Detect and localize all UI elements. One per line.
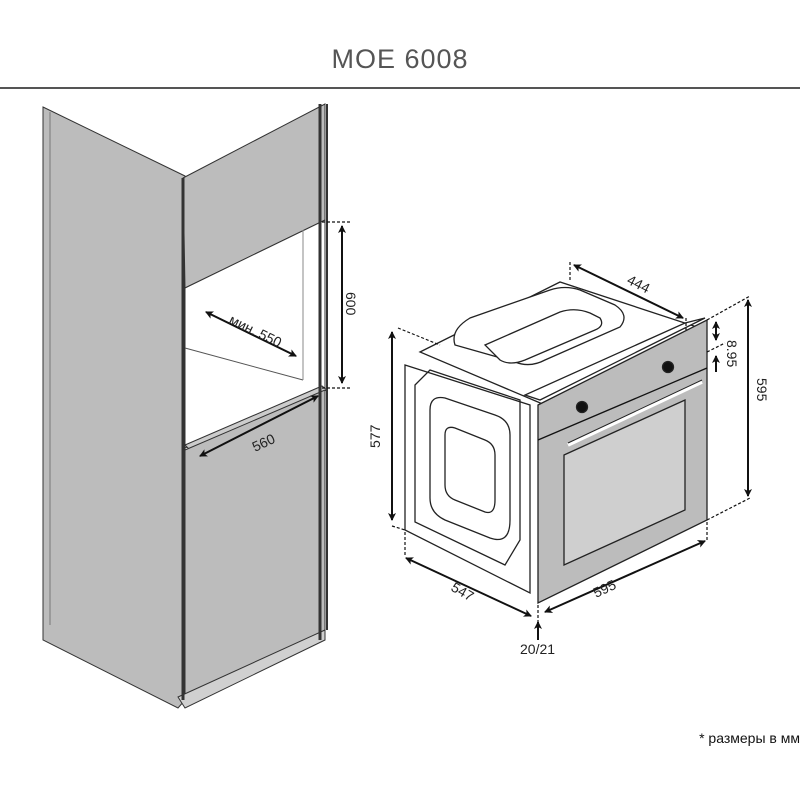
oven-window	[563, 398, 686, 567]
dim-panel-offset: 8.95	[724, 340, 740, 367]
page-title: MOE 6008	[331, 44, 469, 74]
cabinet-plinth	[177, 629, 326, 709]
dim-opening-height: 600	[343, 292, 359, 316]
oven-knob-right	[661, 360, 675, 374]
oven-side	[404, 364, 531, 595]
oven-dimensions	[388, 262, 752, 640]
dim-front-height: 595	[754, 378, 770, 402]
dim-door-offset: 20/21	[520, 641, 555, 657]
units-footnote: * размеры в мм	[699, 730, 800, 746]
cabinet-dimensions	[199, 221, 350, 457]
oven	[404, 281, 708, 605]
cabinet	[42, 103, 328, 709]
dim-front-width: 595	[591, 576, 619, 600]
dim-side-height: 577	[367, 424, 383, 448]
cabinet-side-panel	[42, 106, 186, 709]
oven-door-handle	[567, 380, 703, 447]
title-divider	[0, 87, 800, 89]
dim-depth: 547	[449, 579, 477, 605]
oven-knob-left	[575, 400, 589, 414]
